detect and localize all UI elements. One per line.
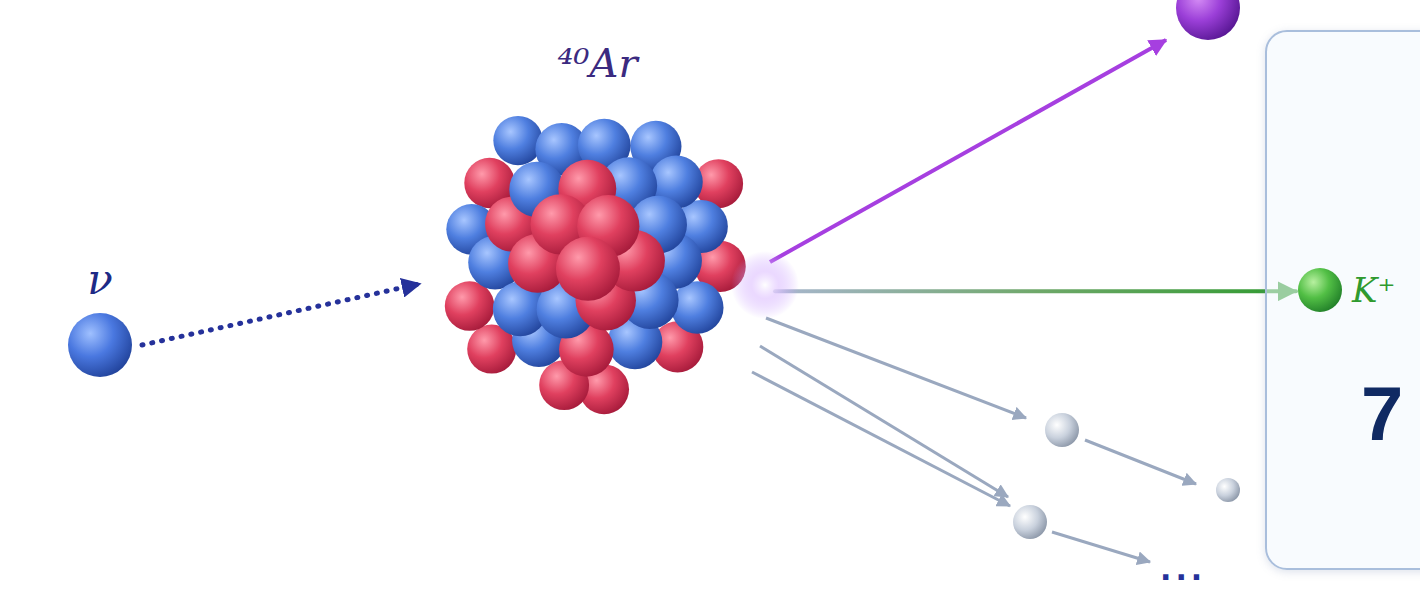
incoming-neutrino-path xyxy=(142,284,420,345)
continuation-dots: ... xyxy=(1160,552,1206,587)
proton-ball xyxy=(445,281,495,331)
neutron-ball xyxy=(493,116,542,165)
hadron-track xyxy=(1085,440,1196,484)
neutrino-ball xyxy=(68,313,132,377)
kaon-particle: K⁺ xyxy=(1296,262,1416,318)
particle-label: ν xyxy=(87,255,113,304)
lepton-ball xyxy=(1176,0,1240,40)
kaon-ball xyxy=(1298,268,1342,312)
argon-nucleus: ⁴⁰Ar xyxy=(420,40,775,415)
kaon-ball xyxy=(1296,262,1344,318)
hadron-ball xyxy=(1045,413,1079,447)
collision-glow xyxy=(731,251,799,319)
callout-number: 7 xyxy=(1361,370,1403,457)
neutron-ball xyxy=(671,281,723,333)
hadron-ball xyxy=(1216,478,1240,502)
hadron-track xyxy=(766,318,1026,418)
hadron-track xyxy=(1052,532,1150,562)
continuation-dots: ... xyxy=(1160,552,1206,587)
proton-ball xyxy=(556,237,620,301)
nucleus-sphere xyxy=(420,40,775,415)
neutrino-particle: ν xyxy=(60,255,140,380)
info-panel: 7 xyxy=(1265,30,1420,570)
outgoing-track xyxy=(770,40,1166,262)
hadron-track xyxy=(752,372,1010,506)
hadron-track xyxy=(760,346,1008,497)
hadron-ball xyxy=(1013,505,1047,539)
particle-label: K⁺ xyxy=(1352,270,1395,310)
particle-label: ⁴⁰Ar xyxy=(557,40,637,86)
kaon-track xyxy=(775,289,1296,293)
